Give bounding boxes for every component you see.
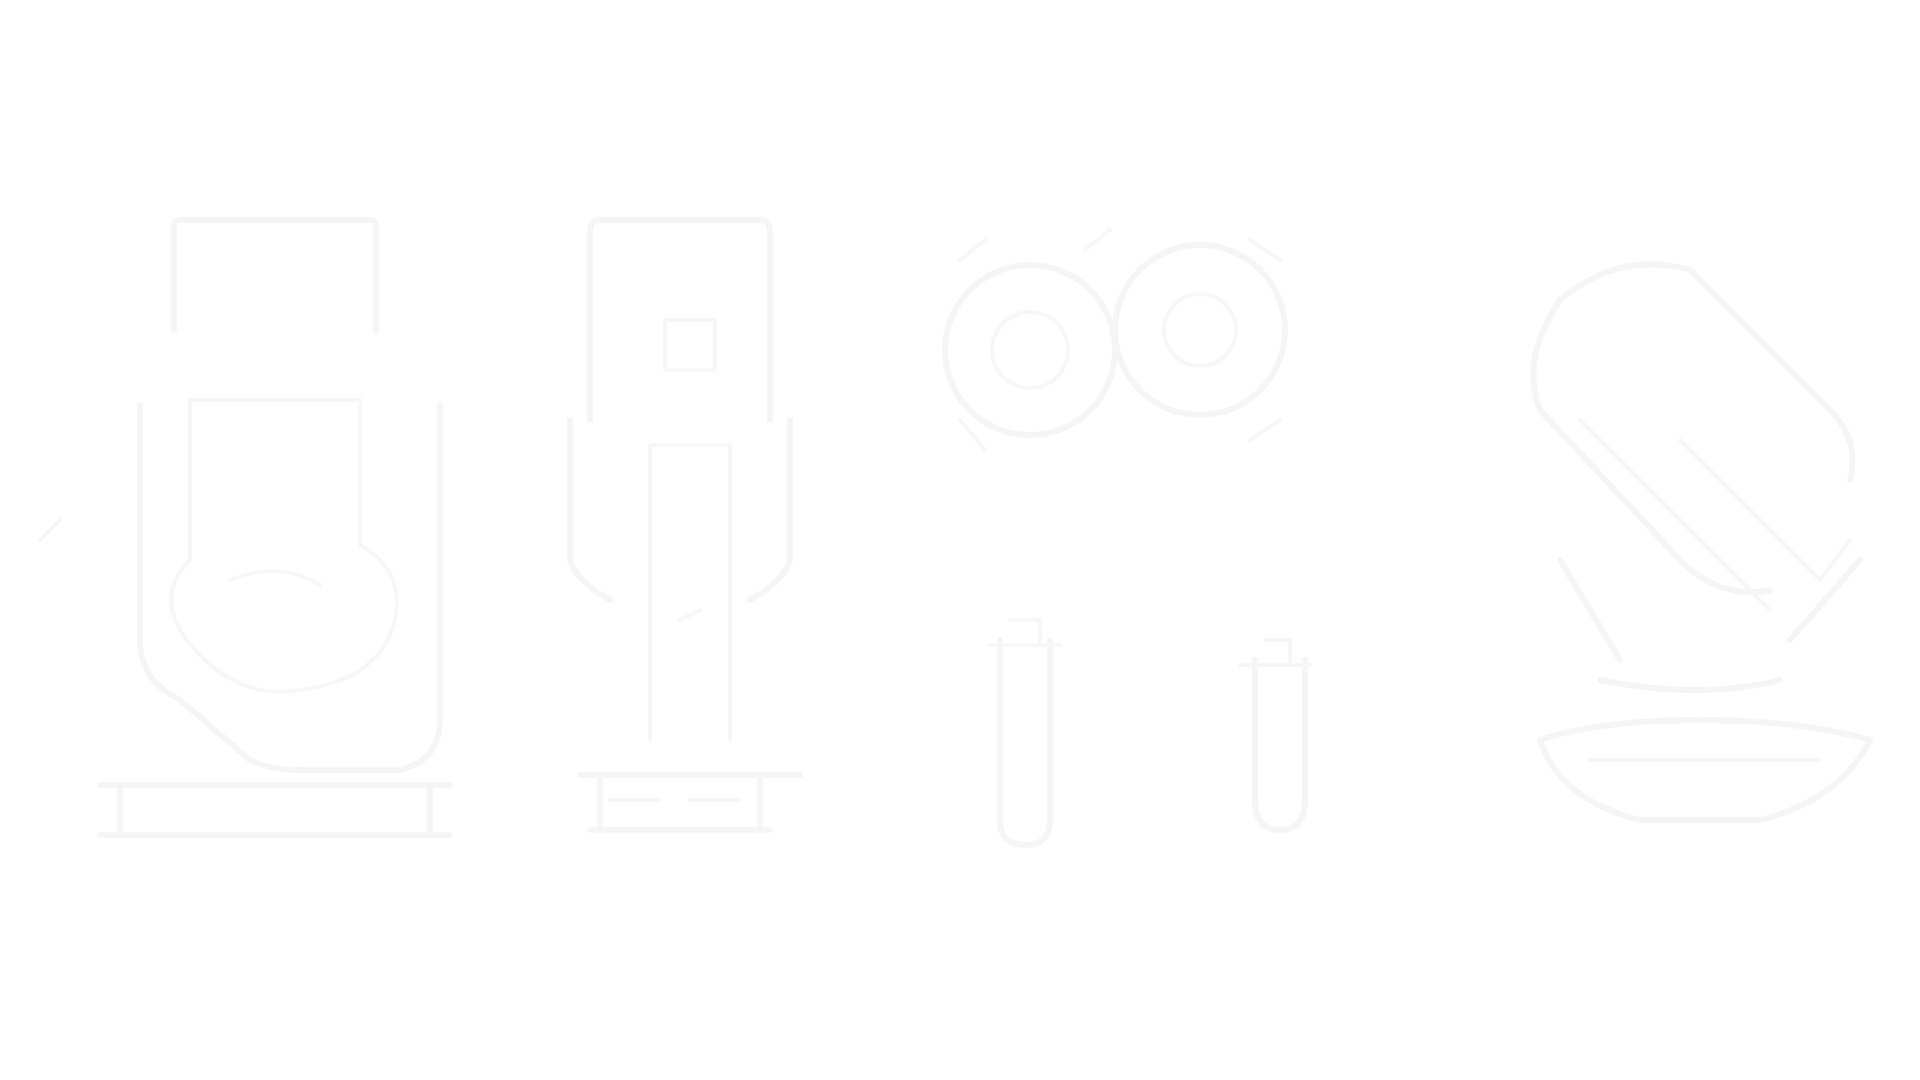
gears-and-tubes-icon [942,228,1312,848]
lab-flask-icon [38,217,453,838]
test-tube-icon [567,217,803,833]
satellite-dish-icon [1530,261,1873,823]
